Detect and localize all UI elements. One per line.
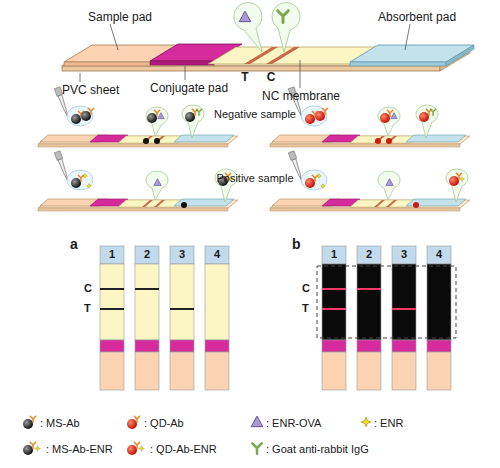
part-name: Sample pad — [88, 10, 152, 24]
panel-letter: b — [292, 236, 301, 252]
part-name: PVC sheet — [62, 83, 119, 97]
line-label: C — [267, 70, 276, 84]
line-label: T — [84, 302, 91, 315]
strip-number: 4 — [214, 248, 220, 261]
strip-number: 1 — [109, 248, 115, 261]
line-label: C — [302, 282, 310, 295]
legend-text: : MS-Ab-ENR — [46, 443, 113, 456]
legend-text: : ENR — [374, 417, 403, 430]
legend-text: : MS-Ab — [40, 417, 80, 430]
legend-text: : Goat anti-rabbit IgG — [266, 443, 369, 456]
row-label: Negative sample — [214, 108, 296, 121]
legend-text: : QD-Ab-ENR — [150, 443, 217, 456]
strip-number: 3 — [179, 248, 185, 261]
line-label: T — [302, 302, 309, 315]
strip-number: 2 — [144, 248, 150, 261]
part-name: Absorbent pad — [378, 10, 456, 24]
panel-letter: a — [70, 236, 78, 252]
strip-number: 2 — [366, 248, 372, 261]
strip-number: 4 — [436, 248, 442, 261]
line-label: C — [84, 282, 92, 295]
strip-number: 3 — [401, 248, 407, 261]
strip-number: 1 — [331, 248, 337, 261]
legend-text: : QD-Ab — [144, 417, 184, 430]
line-label: T — [241, 70, 248, 84]
legend-text: : ENR-OVA — [266, 417, 321, 430]
part-name: NC membrane — [262, 89, 340, 103]
part-name: Conjugate pad — [150, 81, 228, 95]
row-label: Positive sample — [216, 172, 293, 185]
